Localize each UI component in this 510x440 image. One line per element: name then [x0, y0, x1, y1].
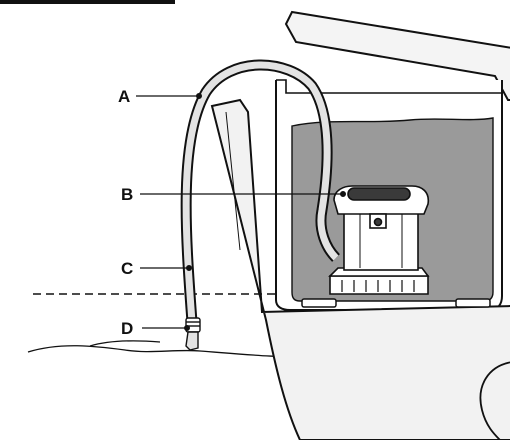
callout-label-a: A	[118, 87, 130, 106]
container-feet	[301, 298, 491, 308]
bilge-pump	[328, 185, 430, 295]
cropped-caption-fragment	[0, 0, 175, 4]
callout-label-d: D	[121, 319, 133, 338]
container-rim	[276, 79, 503, 94]
discharge-hose	[180, 59, 341, 323]
boat-hull	[210, 98, 510, 440]
hull-stern-curve	[479, 361, 510, 440]
hose-strainer-fitting	[185, 317, 201, 351]
hull-inner-edge	[225, 111, 241, 251]
container-lid	[284, 10, 510, 101]
callout-label-b: B	[121, 185, 133, 204]
callout-leaders	[136, 92, 347, 332]
callout-label-c: C	[121, 259, 133, 278]
